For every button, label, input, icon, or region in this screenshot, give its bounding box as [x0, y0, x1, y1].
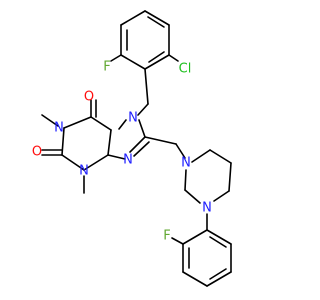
- bond: [138, 119, 146, 138]
- bond: [41, 114, 59, 127]
- atom-n9: N: [123, 153, 133, 168]
- bond: [148, 51, 165, 63]
- bond: [107, 129, 112, 156]
- bond: [209, 236, 227, 248]
- bond: [168, 54, 179, 62]
- bond: [175, 143, 186, 159]
- bond: [147, 16, 165, 28]
- bond: [191, 149, 211, 163]
- bond: [213, 190, 230, 202]
- bond: [120, 54, 146, 70]
- atom-cl: Cl: [179, 62, 192, 77]
- bond: [206, 229, 232, 245]
- structure-svg: F Cl N N O O N N N N F: [31, 10, 232, 287]
- bond: [184, 169, 187, 191]
- bond: [144, 10, 170, 26]
- atom-n1: N: [54, 121, 64, 136]
- bonds: [41, 10, 232, 287]
- bond: [182, 229, 208, 245]
- atom-labels: F Cl N N O O N N N N F: [32, 60, 212, 244]
- atom-n7: N: [128, 111, 138, 126]
- bond: [209, 149, 232, 164]
- bond: [209, 268, 227, 280]
- bond: [63, 116, 92, 129]
- bond: [107, 154, 126, 160]
- bond: [129, 136, 146, 153]
- bond: [206, 271, 232, 287]
- bond: [133, 141, 150, 157]
- bond: [144, 54, 170, 70]
- bond: [184, 189, 201, 204]
- atom-piperazine-n-top: N: [181, 156, 191, 171]
- bond: [118, 119, 127, 130]
- molecule-structure: F Cl N N O O N N N N F: [31, 10, 232, 287]
- bond: [137, 103, 149, 116]
- atom-piperazine-n-bottom: N: [202, 201, 212, 216]
- bond: [182, 271, 208, 287]
- bond: [171, 237, 184, 245]
- bond: [120, 10, 146, 26]
- bond: [144, 136, 177, 145]
- atom-f-top: F: [103, 60, 110, 75]
- bond: [110, 54, 122, 62]
- atom-n3: N: [79, 164, 89, 179]
- bond: [90, 116, 112, 131]
- bond: [83, 154, 109, 171]
- bond: [228, 162, 232, 192]
- bond: [144, 68, 149, 105]
- atom-o2: O: [32, 145, 42, 160]
- atom-f-bottom: F: [163, 229, 170, 244]
- bond: [61, 154, 85, 171]
- atom-o6: O: [84, 90, 94, 105]
